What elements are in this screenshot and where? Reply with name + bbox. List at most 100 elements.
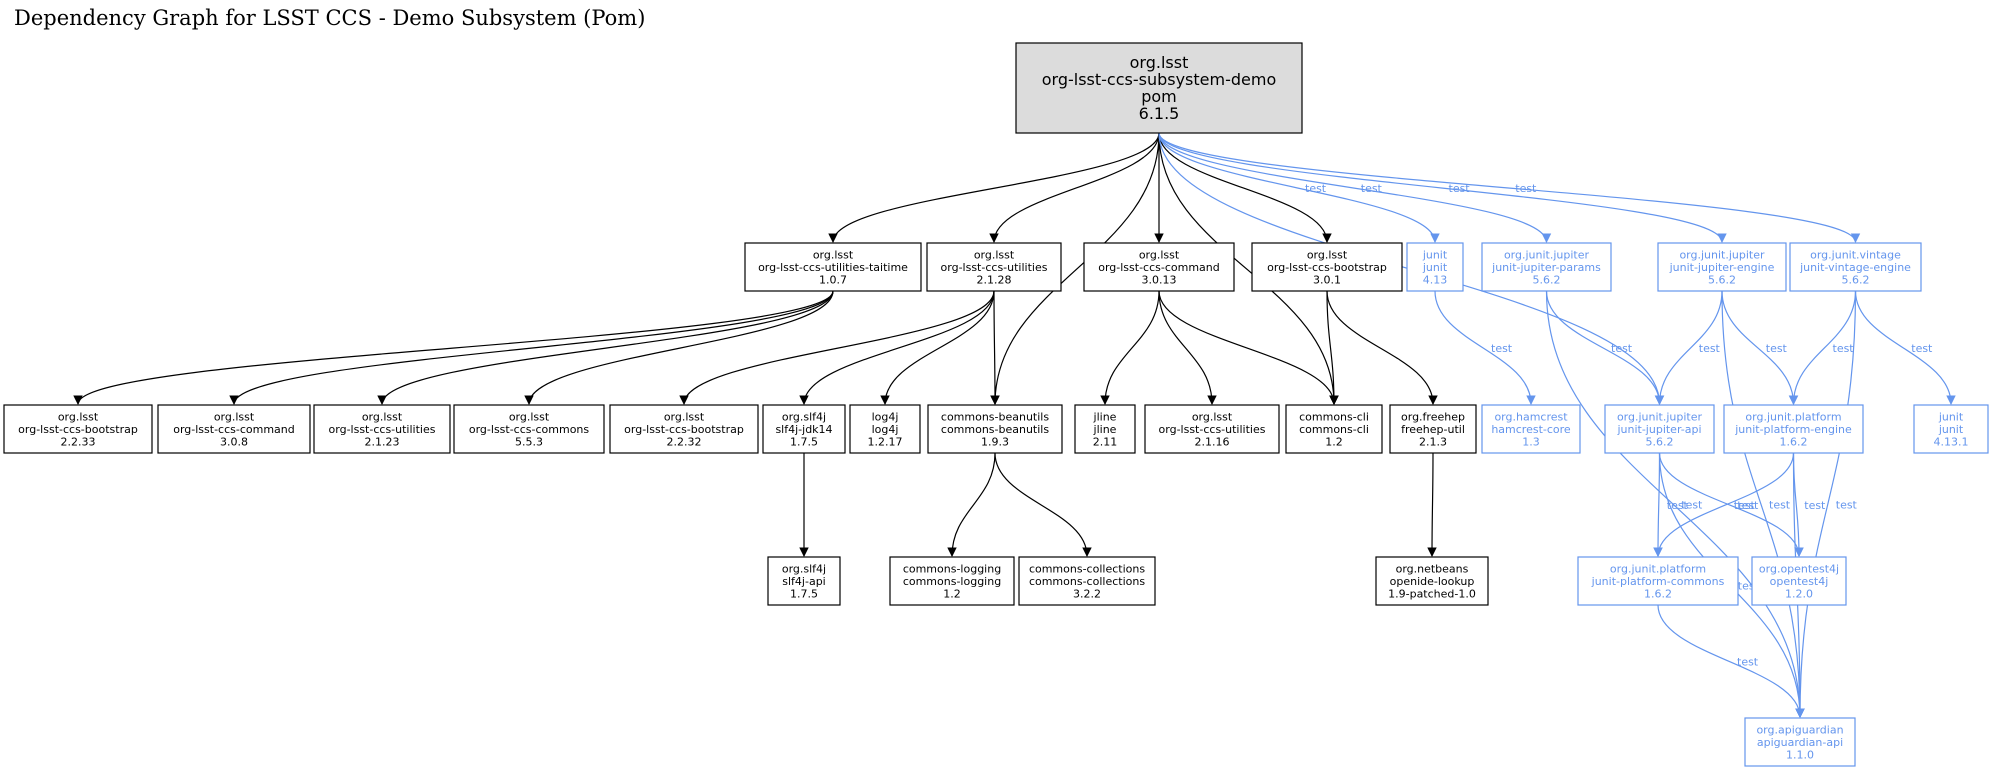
node-jupiterParams: org.junit.jupiterjunit-jupiter-params5.6… <box>1481 242 1612 292</box>
node-artifact: jline <box>1093 423 1117 436</box>
edge-utilities2128-log4j <box>880 290 995 405</box>
edge-line <box>524 290 834 405</box>
node-box <box>926 242 1062 292</box>
node-group: org.junit.jupiter <box>1617 411 1703 424</box>
node-jupiterEngine: org.junit.jupiterjunit-jupiter-engine5.6… <box>1657 242 1787 292</box>
edge-beanutils-commonsLogging <box>947 452 996 557</box>
node-artifact: slf4j-api <box>782 575 825 588</box>
edge-jupiterApi-opentest4j: test <box>1658 452 1804 557</box>
node-artifact: org-lsst-ccs-utilities <box>1159 423 1266 436</box>
edge-line <box>1158 132 1727 243</box>
edge-root-bootstrap301 <box>1158 132 1332 243</box>
edge-line <box>1427 452 1437 557</box>
graph-title: Dependency Graph for LSST CCS - Demo Sub… <box>14 6 646 30</box>
node-version: 5.6.2 <box>1533 274 1561 287</box>
node-artifact: org-lsst-ccs-utilities <box>941 261 1048 274</box>
edge-line <box>1326 290 1438 405</box>
node-box <box>1251 242 1403 292</box>
node-commonsCollections: commons-collectionscommons-collections3.… <box>1018 556 1156 606</box>
node-type: pom <box>1141 87 1177 106</box>
edge-line <box>229 290 834 405</box>
edge-jupiterParams-jupiterApi: test <box>1545 290 1665 405</box>
node-artifact: openide-lookup <box>1390 575 1475 588</box>
node-artifact: junit-jupiter-params <box>1491 261 1601 274</box>
node-group: jline <box>1093 411 1117 424</box>
node-box <box>1074 404 1136 454</box>
edge-line <box>1158 132 1440 243</box>
node-version: 2.1.3 <box>1419 436 1447 449</box>
edge-root-taitime <box>828 132 1160 243</box>
edge-jupiterEngine-jupiterApi: test <box>1654 290 1723 405</box>
edge-utilities2128-slf4jJdk14 <box>799 290 995 405</box>
node-group: org.lsst <box>58 411 99 424</box>
edge-line <box>1721 290 1805 718</box>
node-group: commons-cli <box>1299 411 1369 424</box>
node-artifact: org-lsst-ccs-utilities <box>329 423 436 436</box>
edge-command3013-utilities2116 <box>1158 290 1217 405</box>
node-box <box>1015 42 1303 134</box>
edge-jupiterEngine-platformEngine: test <box>1721 290 1799 405</box>
node-box <box>744 242 922 292</box>
node-version: 3.0.13 <box>1142 274 1177 287</box>
node-group: org.junit.jupiter <box>1679 249 1765 262</box>
node-artifact: freehep-util <box>1401 423 1465 436</box>
node-group: org.junit.vintage <box>1810 249 1901 262</box>
node-artifact: org-lsst-ccs-bootstrap <box>624 423 744 436</box>
node-version: 5.6.2 <box>1842 274 1870 287</box>
edge-label-test: test <box>1734 499 1756 512</box>
edge-line <box>1158 132 1552 243</box>
edge-utilities2128-beanutils <box>990 290 1000 405</box>
edge-label-test: test <box>1449 182 1471 195</box>
node-group: log4j <box>872 411 899 424</box>
node-version: 6.1.5 <box>1139 104 1180 123</box>
edge-label-test: test <box>1515 182 1537 195</box>
node-group: org.lsst <box>1192 411 1233 424</box>
edge-line <box>1658 452 1804 557</box>
node-box <box>889 556 1015 606</box>
node-box <box>1144 404 1280 454</box>
node-version: 5.6.2 <box>1646 436 1674 449</box>
node-artifact: opentest4j <box>1770 575 1829 588</box>
edge-label-test: test <box>1681 499 1703 512</box>
edge-line <box>828 132 1160 243</box>
edge-line <box>1100 290 1160 405</box>
node-version: 4.13.1 <box>1934 436 1969 449</box>
edge-label-test: test <box>1836 499 1858 512</box>
edge-line <box>799 290 995 405</box>
node-group: org.netbeans <box>1396 563 1469 576</box>
node-artifact: junit-platform-commons <box>1591 575 1725 588</box>
edge-root-utilities2128 <box>989 132 1160 243</box>
node-box <box>1723 404 1864 454</box>
edge-junit413-hamcrest: test <box>1434 290 1536 405</box>
edge-platformCommons-apiguardian: test <box>1657 604 1805 718</box>
node-version: 5.5.3 <box>515 436 543 449</box>
edge-bootstrap301-freehep <box>1326 290 1438 405</box>
node-taitime: org.lsstorg-lsst-ccs-utilities-taitime1.… <box>744 242 922 292</box>
edge-platformEngine-platformCommons: test <box>1653 452 1795 557</box>
edge-line <box>1653 452 1663 557</box>
edge-utilities2128-bootstrap2232 <box>679 290 995 405</box>
node-group: org.freehep <box>1401 411 1465 424</box>
node-artifact: org-lsst-ccs-utilities-taitime <box>758 261 908 274</box>
edge-line <box>1795 290 1857 718</box>
node-box <box>453 404 605 454</box>
node-version: 3.2.2 <box>1073 588 1101 601</box>
edge-root-jupiterEngine: test <box>1158 132 1727 243</box>
node-group: org.lsst <box>813 249 854 262</box>
edge-line <box>880 290 995 405</box>
edge-label-test: test <box>1737 499 1759 512</box>
edge-line <box>990 132 1160 405</box>
node-group: commons-beanutils <box>941 411 1049 424</box>
edge-beanutils-commonsCollections <box>994 452 1092 557</box>
node-version: 3.0.8 <box>220 436 248 449</box>
node-platformEngine: org.junit.platformjunit-platform-engine1… <box>1723 404 1864 454</box>
edge-root-vintageEngine: test <box>1158 132 1861 243</box>
edge-line <box>1654 290 1723 405</box>
node-group: junit <box>1938 411 1964 424</box>
